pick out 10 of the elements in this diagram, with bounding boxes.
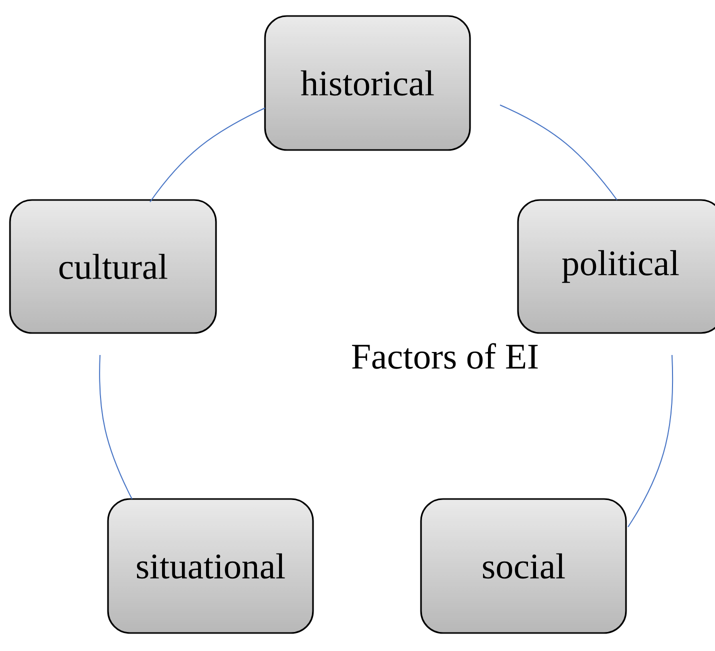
connector-arc xyxy=(150,108,266,202)
factor-box: situational xyxy=(107,498,314,634)
center-label: Factors of EI xyxy=(352,343,538,369)
factor-box: social xyxy=(420,498,627,634)
connector-arc xyxy=(500,104,618,200)
factor-box: cultural xyxy=(9,199,217,334)
connector-arc xyxy=(628,354,674,528)
connector-arc xyxy=(99,354,132,500)
factor-box: historical xyxy=(264,15,471,151)
factor-box: political xyxy=(517,199,715,334)
